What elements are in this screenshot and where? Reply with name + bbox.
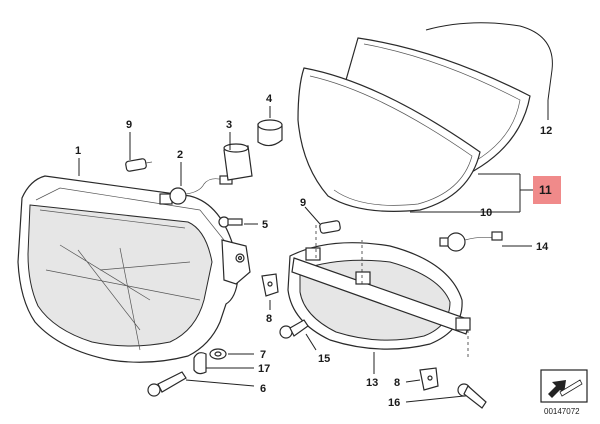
label-9-left: 9 [126,119,132,131]
label-7: 7 [260,349,266,361]
bulb-holder-14 [439,231,503,252]
label-10: 10 [480,207,492,219]
label-15: 15 [318,353,330,365]
rubber-cap [257,119,283,147]
washer-7 [209,348,227,360]
label-8-right: 8 [394,377,400,389]
label-1: 1 [75,145,81,157]
label-13: 13 [366,377,378,389]
clip-nut-left [261,273,279,297]
screw-15 [279,319,309,339]
label-8-left: 8 [266,313,272,325]
label-11: 11 [539,183,552,197]
headlight-housing [17,175,251,363]
glass-lens [297,37,531,212]
seal-wire [425,22,553,101]
arrow-in-box-icon [540,369,588,403]
label-17: 17 [258,363,270,375]
label-6: 6 [260,383,266,395]
label-3: 3 [226,119,232,131]
screw-5 [218,216,243,228]
lower-housing [287,222,471,350]
label-4: 4 [266,93,273,105]
label-14: 14 [536,241,549,253]
bulb-small-2 [319,220,341,234]
label-2: 2 [177,149,183,161]
label-12: 12 [540,125,552,137]
bulb-holder-with-cable [159,175,233,205]
diagram-number: 00147072 [544,407,580,416]
bulb-small-1 [125,158,153,172]
bulb-socket [223,143,253,181]
screw-6 [147,371,187,397]
label-11-highlight [533,176,561,204]
clip-17 [193,352,207,375]
clip-nut-right [419,367,439,391]
label-5: 5 [262,219,268,231]
leader-lines [78,100,549,403]
label-9-middle: 9 [300,197,306,209]
label-16: 16 [388,397,400,409]
